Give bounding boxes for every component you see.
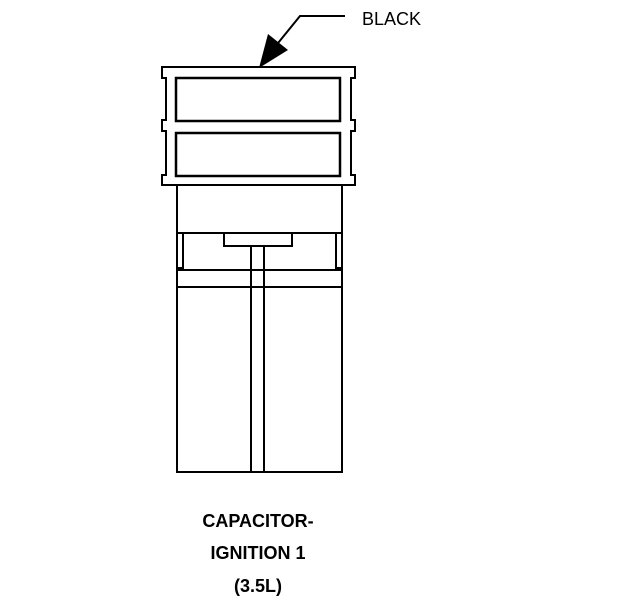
- caption-line-3: (3.5L): [234, 576, 282, 596]
- terminal-cavity-1: [174, 76, 342, 123]
- caption-line-1: CAPACITOR-: [202, 511, 313, 531]
- latch-notch-left: [177, 233, 184, 269]
- terminal-cavity-2: [174, 131, 342, 178]
- callout-arrowhead: [259, 34, 288, 68]
- latch-tab: [223, 232, 293, 247]
- caption-line-2: IGNITION 1: [210, 543, 305, 563]
- callout-label: BLACK: [362, 9, 421, 29]
- body-outline: [176, 184, 343, 473]
- connector-housing: [161, 66, 356, 186]
- connector-shroud: [161, 66, 356, 186]
- callout-leader: [273, 15, 345, 49]
- callout-leader-line: [273, 15, 345, 49]
- latch-notch-right: [335, 233, 342, 269]
- connector-body: [176, 184, 343, 473]
